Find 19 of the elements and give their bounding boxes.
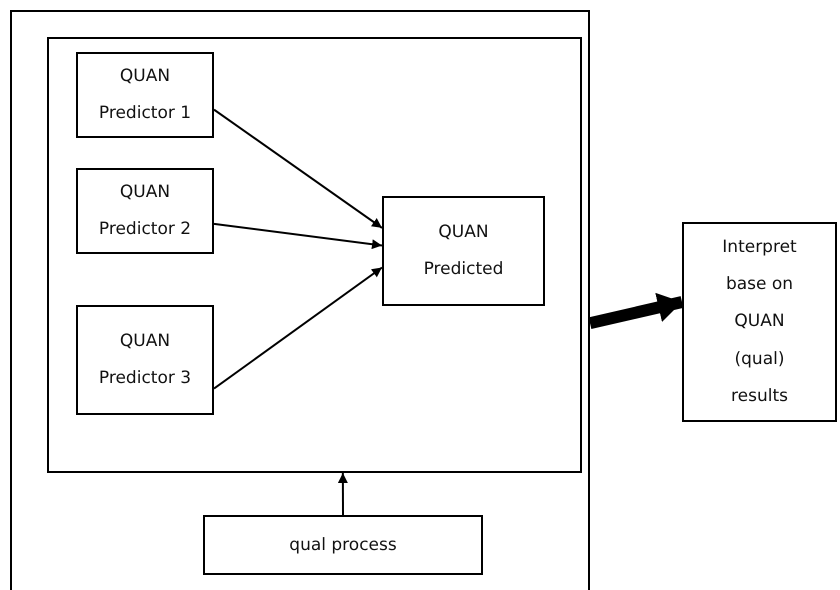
process-box: [76, 52, 214, 138]
box-label: qual process: [289, 534, 397, 556]
arrow: [213, 266, 383, 390]
process-box: [203, 515, 483, 575]
box-label: Interpret base on QUAN (qual) results: [721, 236, 798, 408]
process-box: [76, 168, 214, 254]
process-box: [382, 196, 545, 306]
arrow: [214, 222, 382, 250]
process-box: [682, 222, 837, 422]
block-arrow: [588, 296, 684, 330]
arrow: [338, 473, 348, 515]
box-label: QUAN Predicted: [422, 220, 504, 281]
frame-box: [10, 10, 590, 590]
box-label: QUAN Predictor 2: [98, 180, 192, 241]
arrow: [213, 108, 383, 229]
box-label: QUAN Predictor 1: [98, 64, 192, 125]
frame-box: [47, 37, 582, 473]
box-label: QUAN Predictor 3: [98, 330, 192, 390]
process-box: [76, 305, 214, 415]
